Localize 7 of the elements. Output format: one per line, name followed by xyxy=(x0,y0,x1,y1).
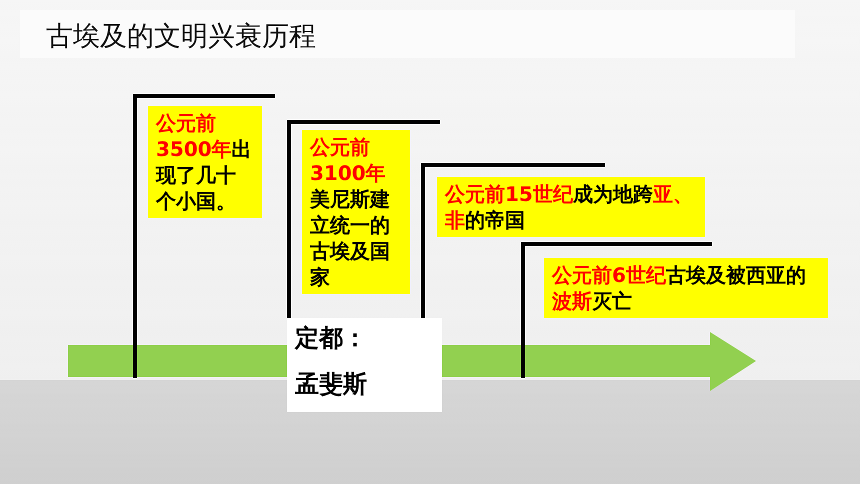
event-note: 公元前3100年美尼斯建立统一的古埃及国家 xyxy=(302,130,410,294)
title: 古埃及的文明兴衰历程 xyxy=(46,20,316,54)
event-note: 公元前15世纪成为地跨亚、非的帝国 xyxy=(437,177,705,237)
card-text: 孟斐斯 xyxy=(295,369,367,400)
capital-card xyxy=(287,318,442,412)
event-note: 公元前3500年出现了几十个小国。 xyxy=(148,106,262,218)
card-text: 定都： xyxy=(295,323,367,354)
